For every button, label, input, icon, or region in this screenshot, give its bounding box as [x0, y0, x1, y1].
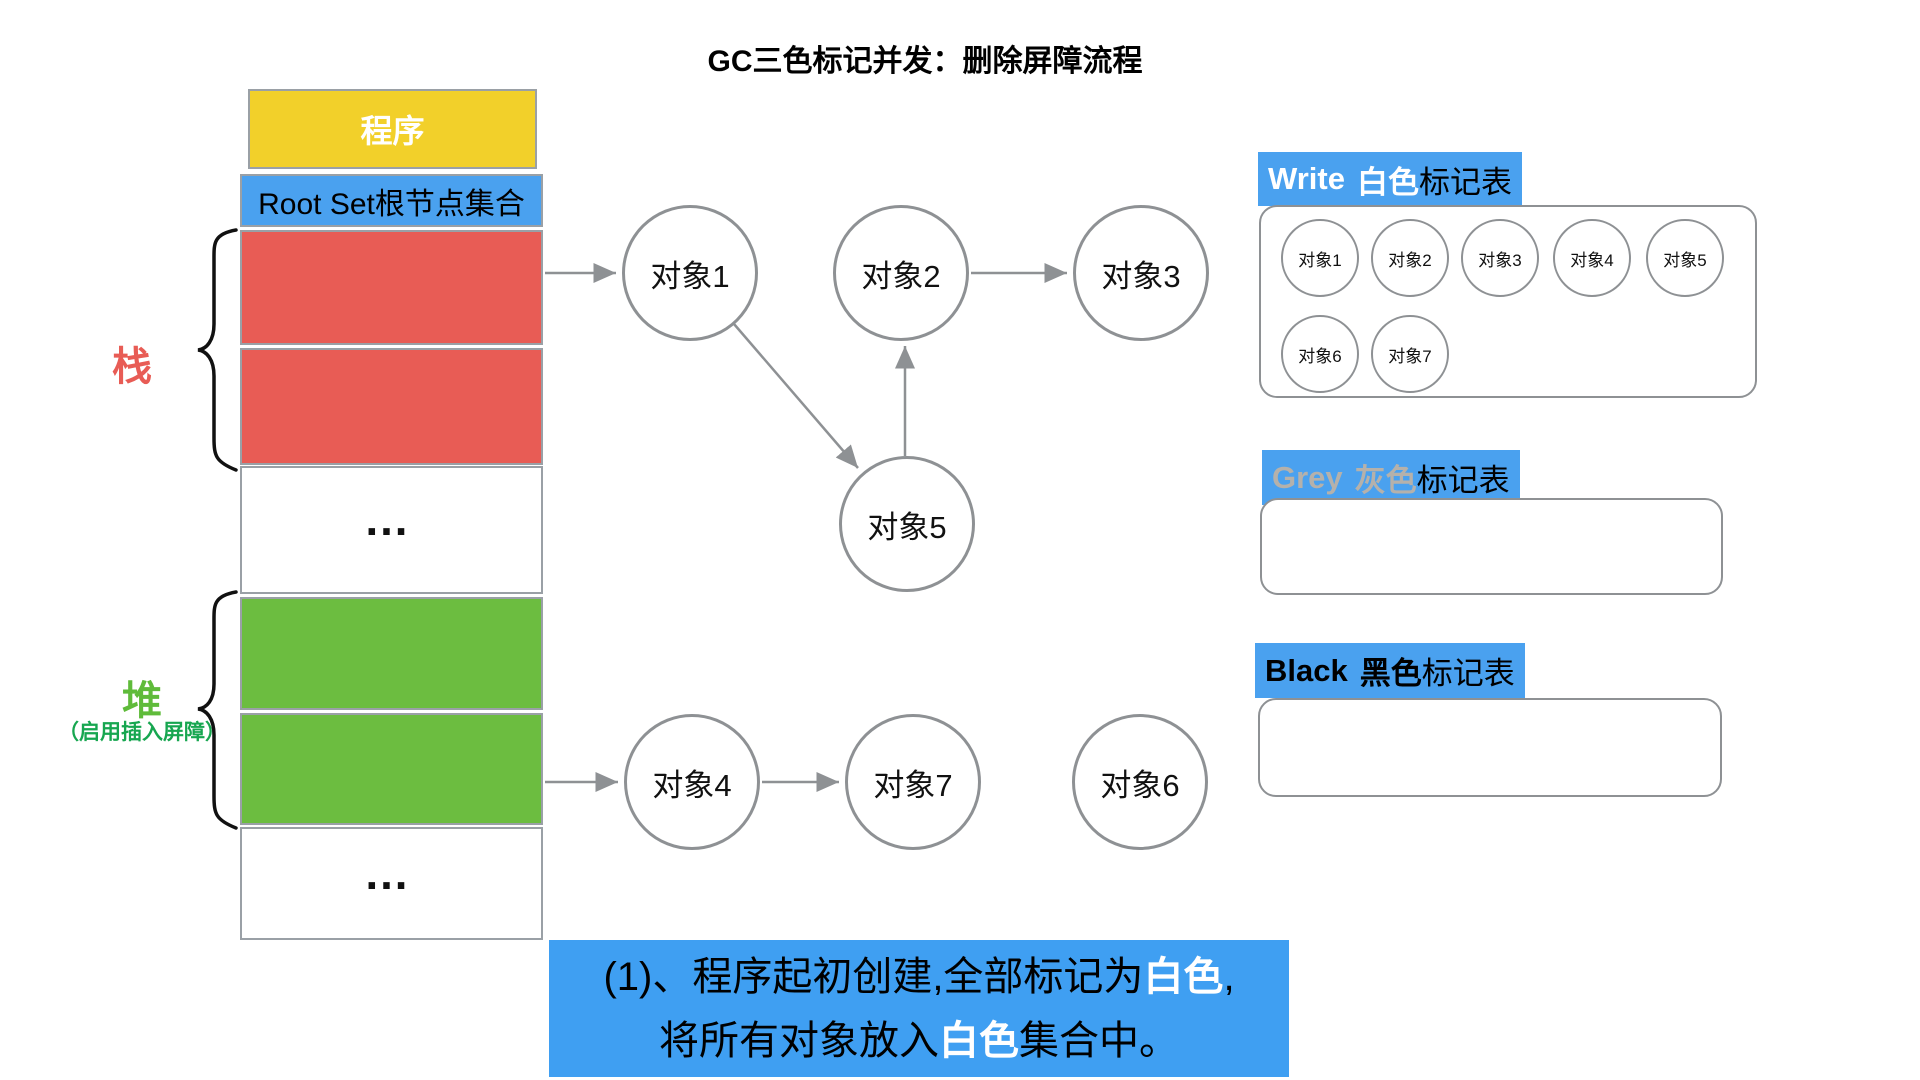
stack-slot-2 — [240, 348, 543, 465]
heap-slot-1 — [240, 597, 543, 710]
arrow-obj1-to-obj5 — [733, 323, 859, 469]
memory-ellipsis-box-1: … — [240, 466, 543, 594]
white-table-node-obj4: 对象4 — [1553, 219, 1631, 297]
caption-line1-post: , — [1223, 954, 1235, 999]
program-box: 程序 — [248, 89, 537, 169]
white-table-header: Write 白色 标记表 — [1258, 152, 1522, 206]
caption-line2-pre: 将所有对象放入 — [659, 1018, 939, 1063]
black-table-title-cn: 黑色 — [1359, 656, 1422, 691]
grey-table-header: Grey 灰色 标记表 — [1262, 450, 1520, 505]
graph-node-obj4: 对象4 — [624, 714, 760, 850]
black-table — [1258, 698, 1722, 797]
white-table-title-en: Write — [1268, 161, 1345, 196]
white-table-node-obj3: 对象3 — [1461, 219, 1539, 297]
graph-node-obj7-label: 对象7 — [873, 767, 953, 803]
graph-node-obj3: 对象3 — [1073, 205, 1209, 341]
graph-node-obj3-label: 对象3 — [1101, 258, 1181, 294]
white-table-node-obj5-label: 对象5 — [1663, 250, 1707, 270]
graph-node-obj5: 对象5 — [839, 456, 975, 592]
white-table-node-obj4-label: 对象4 — [1570, 250, 1614, 270]
heap-brace — [197, 590, 238, 830]
page-title: GC三色标记并发：删除屏障流程 — [707, 45, 1143, 78]
heap-note-label: （启用插入屏障） — [58, 721, 226, 744]
white-table-title-suffix: 标记表 — [1418, 164, 1512, 200]
caption-line2-post: 集合中。 — [1019, 1018, 1179, 1063]
graph-node-obj5-label: 对象5 — [867, 509, 947, 545]
grey-table — [1260, 498, 1723, 595]
caption-line2-highlight: 白色 — [939, 1018, 1019, 1063]
graph-node-obj2: 对象2 — [833, 205, 969, 341]
ellipsis-2: … — [363, 846, 420, 899]
white-table-node-obj3-label: 对象3 — [1478, 250, 1522, 270]
step-caption: (1)、程序起初创建,全部标记为白色, 将所有对象放入白色集合中。 — [549, 940, 1289, 1077]
caption-line1-highlight: 白色 — [1143, 954, 1224, 999]
white-table-node-obj7: 对象7 — [1371, 315, 1449, 393]
white-table-node-obj6-label: 对象6 — [1298, 346, 1342, 366]
graph-node-obj4-label: 对象4 — [652, 767, 732, 803]
program-label: 程序 — [360, 113, 425, 149]
root-set-label: Root Set根节点集合 — [258, 187, 525, 221]
black-table-title-suffix: 标记表 — [1421, 656, 1515, 691]
graph-node-obj1: 对象1 — [622, 205, 758, 341]
step-caption-line1: (1)、程序起初创建,全部标记为白色, — [603, 945, 1234, 1009]
white-table-node-obj6: 对象6 — [1281, 315, 1359, 393]
stack-slot-1 — [240, 230, 543, 345]
stack-label: 栈 — [112, 345, 152, 389]
white-table-node-obj2-label: 对象2 — [1388, 250, 1432, 270]
black-table-header: Black 黑色 标记表 — [1255, 643, 1525, 698]
ellipsis-1: … — [363, 493, 420, 545]
step-caption-line2: 将所有对象放入白色集合中。 — [659, 1009, 1179, 1073]
graph-node-obj2-label: 对象2 — [861, 258, 941, 294]
white-table-node-obj1-label: 对象1 — [1298, 250, 1342, 270]
white-table-node-obj1: 对象1 — [1281, 219, 1359, 297]
white-table: 对象1 对象2 对象3 对象4 对象5 对象6 对象7 — [1259, 205, 1757, 398]
heap-label: 堆 — [122, 679, 162, 723]
graph-node-obj7: 对象7 — [845, 714, 981, 850]
white-table-node-obj7-label: 对象7 — [1388, 346, 1432, 366]
white-table-node-obj5: 对象5 — [1646, 219, 1724, 297]
white-table-title-cn: 白色 — [1356, 164, 1419, 200]
stack-brace — [197, 228, 238, 472]
black-table-title-en: Black — [1265, 652, 1348, 688]
grey-table-title-suffix: 标记表 — [1416, 463, 1510, 498]
graph-node-obj6-label: 对象6 — [1100, 767, 1180, 803]
graph-node-obj6: 对象6 — [1072, 714, 1208, 850]
memory-ellipsis-box-2: … — [240, 827, 543, 940]
white-table-node-obj2: 对象2 — [1371, 219, 1449, 297]
grey-table-title-en: Grey — [1272, 459, 1343, 495]
root-set-box: Root Set根节点集合 — [240, 174, 543, 227]
grey-table-title-cn: 灰色 — [1354, 463, 1417, 498]
heap-slot-2 — [240, 713, 543, 825]
graph-node-obj1-label: 对象1 — [650, 258, 730, 294]
caption-line1-pre: (1)、程序起初创建,全部标记为 — [603, 954, 1144, 999]
